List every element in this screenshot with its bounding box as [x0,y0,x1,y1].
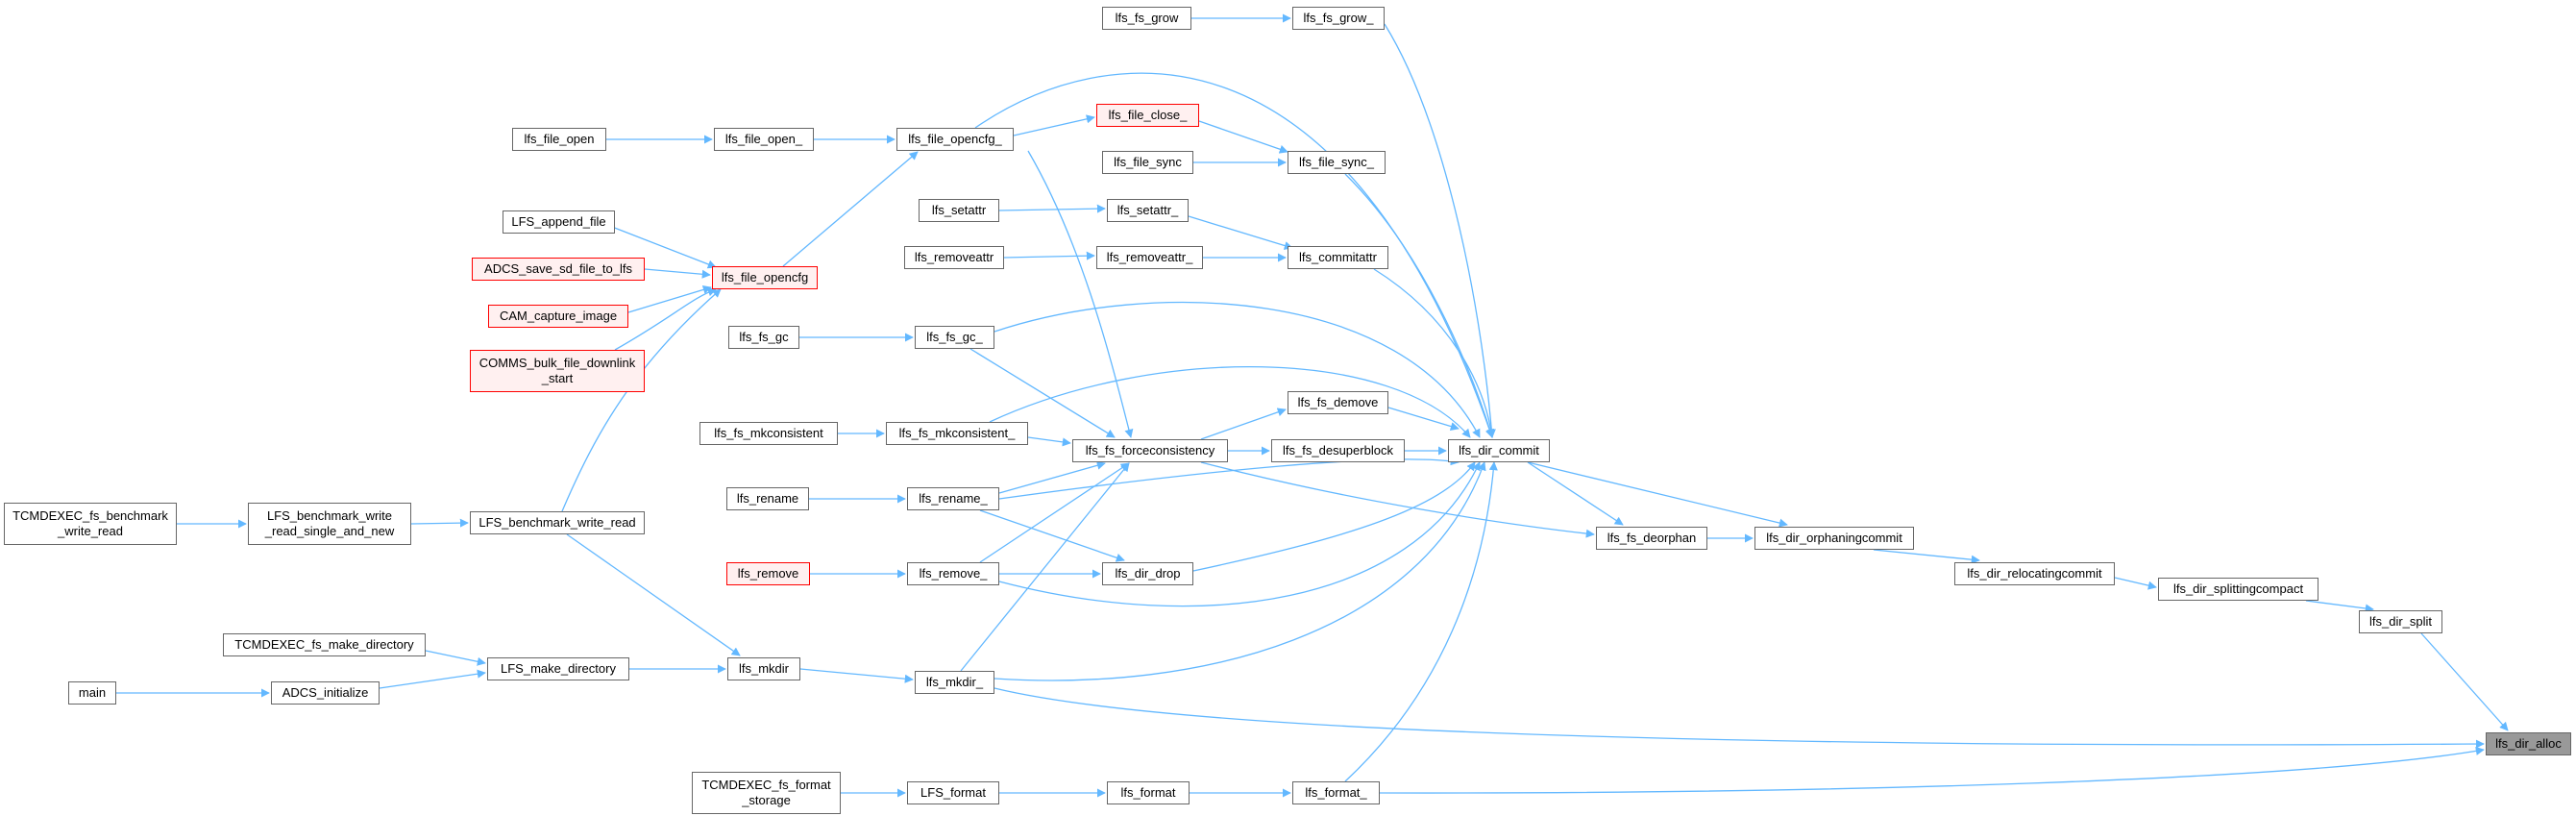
node-lfs-mkdir[interactable]: lfs_mkdir [727,657,800,680]
node-lfs-commitattr[interactable]: lfs_commitattr [1288,246,1388,269]
node-lfs-make-directory[interactable]: LFS_make_directory [487,657,629,680]
node-lfs-format[interactable]: lfs_format [1107,781,1190,804]
e-mkdir-mkdir_ [799,668,914,683]
node-lfs-fs-mkconsistent[interactable]: lfs_fs_mkconsistent [699,422,838,445]
e-mkdir_-force [960,462,1130,672]
node-lfs-remove-underscore[interactable]: lfs_remove_ [907,562,999,585]
node-lfs-dir-drop[interactable]: lfs_dir_drop [1102,562,1193,585]
node-lfs-benchmark-write-read[interactable]: LFS_benchmark_write_read [470,511,645,534]
e-opencfg-opencfg_ [782,151,919,267]
e-force-demove [1200,408,1287,440]
e-opencfg_-commit [974,72,1494,438]
e-dirdrop-commit [1192,461,1476,572]
node-lfs-fs-deorphan[interactable]: lfs_fs_deorphan [1596,527,1707,550]
e-grow_-commit [1384,23,1496,438]
e-rename_-dirdrop [979,509,1125,562]
node-lfs-benchmark-write-read-single-and-new[interactable]: LFS_benchmark_write _read_single_and_new [248,503,411,545]
e-adcssave-opencfg [644,268,711,279]
e-fsgc_-force [969,348,1116,438]
e-rename_-force [998,460,1106,494]
e-relocating-splitting [2114,577,2157,590]
e-close_-sync_ [1198,120,1288,154]
node-tcmdexec-fs-benchmark-write-read[interactable]: TCMDEXEC_fs_benchmark _write_read [4,503,177,545]
node-lfs-fs-grow-underscore[interactable]: lfs_fs_grow_ [1292,7,1385,30]
node-lfs-file-close-underscore[interactable]: lfs_file_close_ [1096,104,1199,127]
node-lfs-format-underscore[interactable]: lfs_format_ [1292,781,1380,804]
e-setattr-setattr_ [998,204,1106,213]
node-main[interactable]: main [68,681,116,705]
node-lfs-format-upper[interactable]: LFS_format [907,781,999,804]
node-tcmdexec-fs-make-directory[interactable]: TCMDEXEC_fs_make_directory [223,633,426,656]
node-lfs-mkdir-underscore[interactable]: lfs_mkdir_ [915,671,994,694]
node-adcs-save-sd-file-to-lfs[interactable]: ADCS_save_sd_file_to_lfs [472,258,645,281]
e-format_-alloc [1379,746,2485,794]
call-edges [116,13,2509,798]
node-lfs-fs-demove[interactable]: lfs_fs_demove [1288,391,1388,414]
node-lfs-fs-forceconsistency[interactable]: lfs_fs_forceconsistency [1072,439,1228,462]
node-lfs-removeattr[interactable]: lfs_removeattr [904,246,1004,269]
node-lfs-rename[interactable]: lfs_rename [726,487,809,510]
e-mkdir_-alloc [994,687,2485,749]
e-tcmdmkdir-lfsmkdir [425,650,486,666]
e-lfsbench-single-lfsbenchread [410,518,469,528]
node-adcs-initialize[interactable]: ADCS_initialize [271,681,380,705]
node-comms-bulk-file-downlink-start[interactable]: COMMS_bulk_file_downlink _start [470,350,645,392]
node-cam-capture-image[interactable]: CAM_capture_image [488,305,628,328]
e-force-deorphan [1200,461,1595,538]
node-lfs-setattr-underscore[interactable]: lfs_setattr_ [1107,199,1189,222]
e-lfsbenchread-mkdir [566,533,741,656]
e-demove-commit [1387,407,1460,431]
e-fsgc_-commit [994,301,1481,438]
node-lfs-fs-gc-underscore[interactable]: lfs_fs_gc_ [915,326,994,349]
e-sync_-commit [1344,173,1494,438]
node-lfs-file-opencfg-underscore[interactable]: lfs_file_opencfg_ [896,128,1014,151]
node-lfs-removeattr-underscore[interactable]: lfs_removeattr_ [1096,246,1203,269]
node-lfs-file-sync-underscore[interactable]: lfs_file_sync_ [1288,151,1386,174]
e-commitattr-commit [1373,268,1496,438]
node-lfs-dir-commit[interactable]: lfs_dir_commit [1448,439,1550,462]
e-format_-commit [1344,461,1498,782]
node-tcmdexec-fs-format-storage[interactable]: TCMDEXEC_fs_format _storage [692,772,841,814]
e-cam-opencfg [627,285,712,313]
e-split-alloc [2420,632,2509,731]
e-mkdir_-commit [994,461,1486,681]
e-appendfile-opencfg [611,226,717,269]
e-adcsinit-lfsmkdir [379,669,486,689]
e-remove_-commit [998,461,1481,607]
node-lfs-file-sync[interactable]: lfs_file_sync [1102,151,1193,174]
node-lfs-dir-alloc[interactable]: lfs_dir_alloc [2486,732,2571,755]
node-lfs-file-open[interactable]: lfs_file_open [512,128,606,151]
node-lfs-dir-splittingcompact[interactable]: lfs_dir_splittingcompact [2158,578,2318,601]
node-lfs-fs-grow[interactable]: lfs_fs_grow [1102,7,1191,30]
node-lfs-fs-gc[interactable]: lfs_fs_gc [728,326,799,349]
e-remove_-force [979,462,1130,563]
node-lfs-dir-relocatingcommit[interactable]: lfs_dir_relocatingcommit [1954,562,2115,585]
node-lfs-remove[interactable]: lfs_remove [726,562,810,585]
e-mkconsistent_-force [1027,436,1071,447]
node-lfs-rename-underscore[interactable]: lfs_rename_ [907,487,999,510]
node-lfs-dir-orphaningcommit[interactable]: lfs_dir_orphaningcommit [1754,527,1914,550]
node-lfs-fs-mkconsistent-underscore[interactable]: lfs_fs_mkconsistent_ [886,422,1028,445]
e-removeattr-removeattr_ [1003,251,1095,260]
e-setattr_-commitattr [1188,215,1293,250]
e-splitting-split [2305,600,2374,613]
e-lfsbenchread-opencfg [561,288,722,512]
node-lfs-fs-desuperblock[interactable]: lfs_fs_desuperblock [1271,439,1405,462]
e-rename_-commit [998,457,1460,500]
e-commit-deorphan [1527,461,1624,526]
e-opencfg_-close_ [1013,114,1095,136]
node-lfs-append-file[interactable]: LFS_append_file [503,210,615,234]
node-lfs-file-open-underscore[interactable]: lfs_file_open_ [714,128,814,151]
node-lfs-dir-split[interactable]: lfs_dir_split [2359,610,2442,633]
e-orphaning-relocating [1873,549,1980,564]
node-lfs-setattr[interactable]: lfs_setattr [919,199,999,222]
node-lfs-file-opencfg[interactable]: lfs_file_opencfg [712,266,818,289]
e-mkconsistent_-commit [989,366,1471,438]
e-commit-orphaning [1527,461,1788,528]
e-comms-opencfg [614,287,717,351]
